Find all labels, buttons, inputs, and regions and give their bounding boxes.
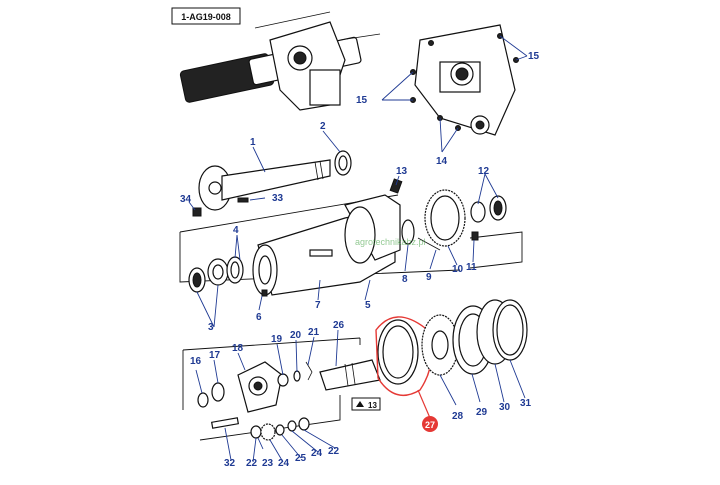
part-34-bolt	[192, 207, 202, 217]
part-17-bearing	[211, 382, 225, 402]
callout-20: 20	[290, 330, 302, 341]
callout-10: 10	[452, 264, 464, 275]
part-31-ring	[492, 299, 528, 361]
callout-34: 34	[180, 194, 192, 205]
callout-17: 17	[209, 350, 221, 361]
part-4-ring	[226, 256, 244, 284]
part-2-seal	[334, 150, 352, 176]
callout-7: 7	[315, 300, 321, 311]
part-22-24-25-gears	[250, 417, 310, 441]
callout-28: 28	[452, 411, 464, 422]
callout-25: 25	[295, 453, 307, 464]
part-9-bolt	[417, 237, 441, 251]
callout-27-highlight: 27	[422, 416, 438, 432]
callout-29: 29	[476, 407, 488, 418]
callout-22-left: 22	[246, 458, 258, 469]
part-28-friction-disc	[421, 314, 459, 376]
callout-5: 5	[365, 300, 371, 311]
part-12-bearings	[470, 195, 507, 223]
part-10-ring-gear	[424, 189, 466, 247]
ref-box-13: 13	[351, 397, 381, 411]
axle-housing-view	[410, 24, 519, 136]
callout-15-right: 15	[528, 51, 540, 62]
callout-9: 9	[426, 272, 432, 283]
callout-21: 21	[308, 327, 320, 338]
callout-2: 2	[320, 121, 326, 132]
callout-26: 26	[333, 320, 345, 331]
callout-1: 1	[250, 137, 256, 148]
part-16-ring	[197, 392, 209, 408]
callout-32: 32	[224, 458, 236, 469]
callout-19: 19	[271, 334, 283, 345]
axle-assembly-overview	[179, 11, 381, 111]
part-19-washer	[277, 373, 289, 387]
ref-code-box: 1-AG19-008	[171, 7, 241, 25]
callout-22-right: 22	[328, 446, 340, 457]
callout-33: 33	[272, 193, 284, 204]
part-3-bearing-set	[188, 258, 229, 293]
callout-16: 16	[190, 356, 202, 367]
callout-24b: 24	[311, 448, 323, 459]
part-18-carrier	[237, 361, 283, 413]
part-6-pin	[261, 289, 268, 297]
watermark: agrotechnikabz.pl	[355, 237, 426, 247]
callout-12: 12	[478, 166, 490, 177]
part-7-housing	[252, 194, 401, 296]
callout-4: 4	[233, 225, 239, 236]
ref-code-text: 1-AG19-008	[181, 12, 231, 22]
callout-24: 24	[278, 458, 290, 469]
callout-30: 30	[499, 402, 511, 413]
part-27-piston-highlighted	[375, 316, 433, 397]
callout-3: 3	[208, 322, 214, 333]
callout-6: 6	[256, 312, 262, 323]
part-8-seal	[401, 219, 415, 245]
part-13-bolt	[389, 178, 403, 194]
callout-14: 14	[436, 156, 448, 167]
part-21-pin	[305, 361, 313, 381]
callout-18: 18	[232, 343, 244, 354]
callout-31: 31	[520, 398, 532, 409]
part-32-shaft	[210, 417, 240, 429]
callout-23: 23	[262, 458, 274, 469]
part-11-bolt	[471, 231, 479, 241]
callout-13: 13	[396, 166, 408, 177]
ref-box-label: 13	[368, 401, 377, 410]
callout-11: 11	[466, 262, 477, 273]
callout-15-left: 15	[356, 95, 368, 106]
part-26-shaft	[319, 359, 381, 391]
part-33-stud	[237, 197, 249, 203]
part-20-pin	[293, 370, 301, 382]
part-1-axle-shaft	[198, 159, 331, 211]
svg-text:27: 27	[425, 420, 435, 430]
callout-8: 8	[402, 274, 408, 285]
